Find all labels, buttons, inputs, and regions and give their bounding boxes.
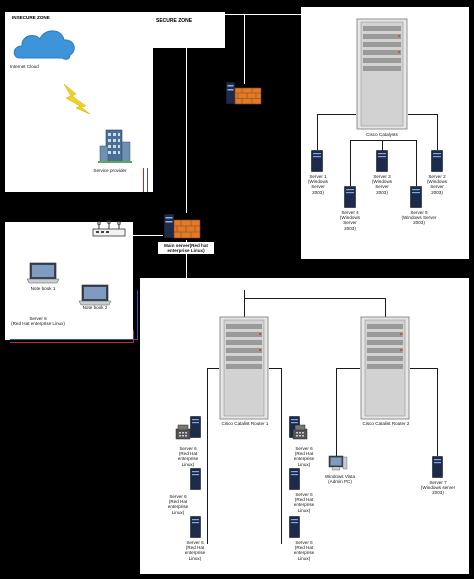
- link-line: [408, 114, 437, 115]
- link-white: [186, 240, 187, 278]
- firewall-icon: [225, 81, 262, 105]
- lightning-icon: [63, 83, 91, 115]
- building-icon: [98, 129, 132, 163]
- left-server-1-label: Server 6 (Red Hat enterprise Linux): [177, 446, 199, 467]
- server-tower-icon: [431, 150, 443, 172]
- server-tower-icon: [344, 186, 356, 208]
- link-line: [385, 298, 386, 318]
- server-tower-icon: [289, 468, 300, 490]
- link-red-2: [133, 330, 134, 342]
- link-line: [437, 114, 438, 150]
- notebook-2-label: Note book 2: [82, 305, 108, 310]
- link-line: [317, 114, 356, 115]
- link-line: [350, 140, 351, 186]
- link-line: [244, 298, 385, 299]
- link-blue: [147, 168, 148, 192]
- server-7-label: Server 7 (Windows server 2003): [420, 480, 456, 496]
- link-blue-2: [137, 290, 138, 340]
- cloud-icon: [13, 30, 75, 60]
- link-line: [207, 368, 219, 369]
- ip-phone-icon: [292, 424, 308, 440]
- server-tower-icon: [410, 186, 422, 208]
- secure-zone-title: SECURE ZONE: [156, 18, 193, 24]
- main-server-label: Main server(Red hat enterprise Linux): [158, 242, 214, 255]
- server-3-label: Server 4 (Windows Server 2003): [339, 210, 361, 231]
- server-tower-icon: [190, 516, 201, 538]
- server-4-label: Server 2 (Windows Server 2003): [426, 174, 448, 195]
- link-line: [336, 368, 360, 369]
- rack-router-icon: [360, 316, 410, 420]
- server-tower-icon: [432, 456, 443, 478]
- link-white: [186, 48, 187, 213]
- admin-pc-label: Windows Vista (Admin PC): [324, 474, 356, 485]
- router-icon: [92, 219, 126, 237]
- mid-server-2-label: Server 6 (Red Hat enterprise Linux): [293, 492, 315, 513]
- laptop-icon: [78, 284, 112, 306]
- link-white: [133, 235, 163, 236]
- link-white: [244, 14, 245, 84]
- link-line: [350, 140, 417, 141]
- notebook-1-label: Note book 1: [30, 286, 56, 291]
- server-tower-icon: [190, 468, 201, 490]
- mid-server-3-label: Server 6 (Red Hat enterprise Linux): [293, 540, 315, 561]
- link-line: [207, 368, 208, 544]
- link-blue-3: [10, 339, 138, 340]
- link-red: [143, 168, 144, 192]
- link-line: [437, 368, 438, 456]
- server-tower-icon: [376, 150, 388, 172]
- firewall-icon: [163, 213, 201, 239]
- link-white: [225, 14, 301, 15]
- rack-router-icon: [219, 316, 269, 420]
- lan-zone-panel: [5, 222, 133, 340]
- server-5-label: Server 5 (Windows Server 2003): [401, 210, 437, 226]
- server-6-label: Server 6 (Red Hat enterprise Linux): [11, 316, 65, 327]
- cloud-label: Internet Cloud: [10, 64, 39, 69]
- server-tower-icon: [190, 416, 201, 438]
- link-line: [269, 368, 281, 369]
- link-red-3: [10, 342, 134, 343]
- link-line: [410, 368, 438, 369]
- link-line: [244, 290, 245, 318]
- link-line: [317, 114, 318, 150]
- ip-phone-icon: [175, 424, 191, 440]
- secure-zone-top-panel: [153, 12, 225, 48]
- link-line: [416, 140, 417, 186]
- link-line: [281, 368, 282, 544]
- left-server-3-label: Server 6 (Red Hat enterprise Linux): [184, 540, 206, 561]
- link-line: [382, 140, 383, 152]
- desktop-pc-icon: [328, 455, 348, 471]
- cisco-catalysts-label: Cisco Catalysts: [366, 132, 398, 137]
- link-line: [336, 368, 337, 460]
- provider-label: Service provider: [93, 168, 127, 173]
- router-2-label: Cisco Catalist Router 2: [362, 421, 410, 426]
- rack-switch-icon: [356, 18, 408, 130]
- server-tower-icon: [311, 150, 323, 172]
- server-tower-icon: [289, 516, 300, 538]
- laptop-icon: [26, 262, 60, 284]
- server-1-label: Server 1 (Windows Server 2003): [307, 174, 329, 195]
- left-server-2-label: Server 6 (Red Hat enterprise Linux): [167, 494, 189, 515]
- server-2-label: Server 3 (Windows Server 2003): [371, 174, 393, 195]
- router-1-label: Cisco Catalist Router 1: [221, 421, 269, 426]
- insecure-zone-title: INSECURE ZONE: [12, 15, 50, 20]
- mid-server-1-label: Server 6 (Red Hat enterprise Linux): [293, 446, 315, 467]
